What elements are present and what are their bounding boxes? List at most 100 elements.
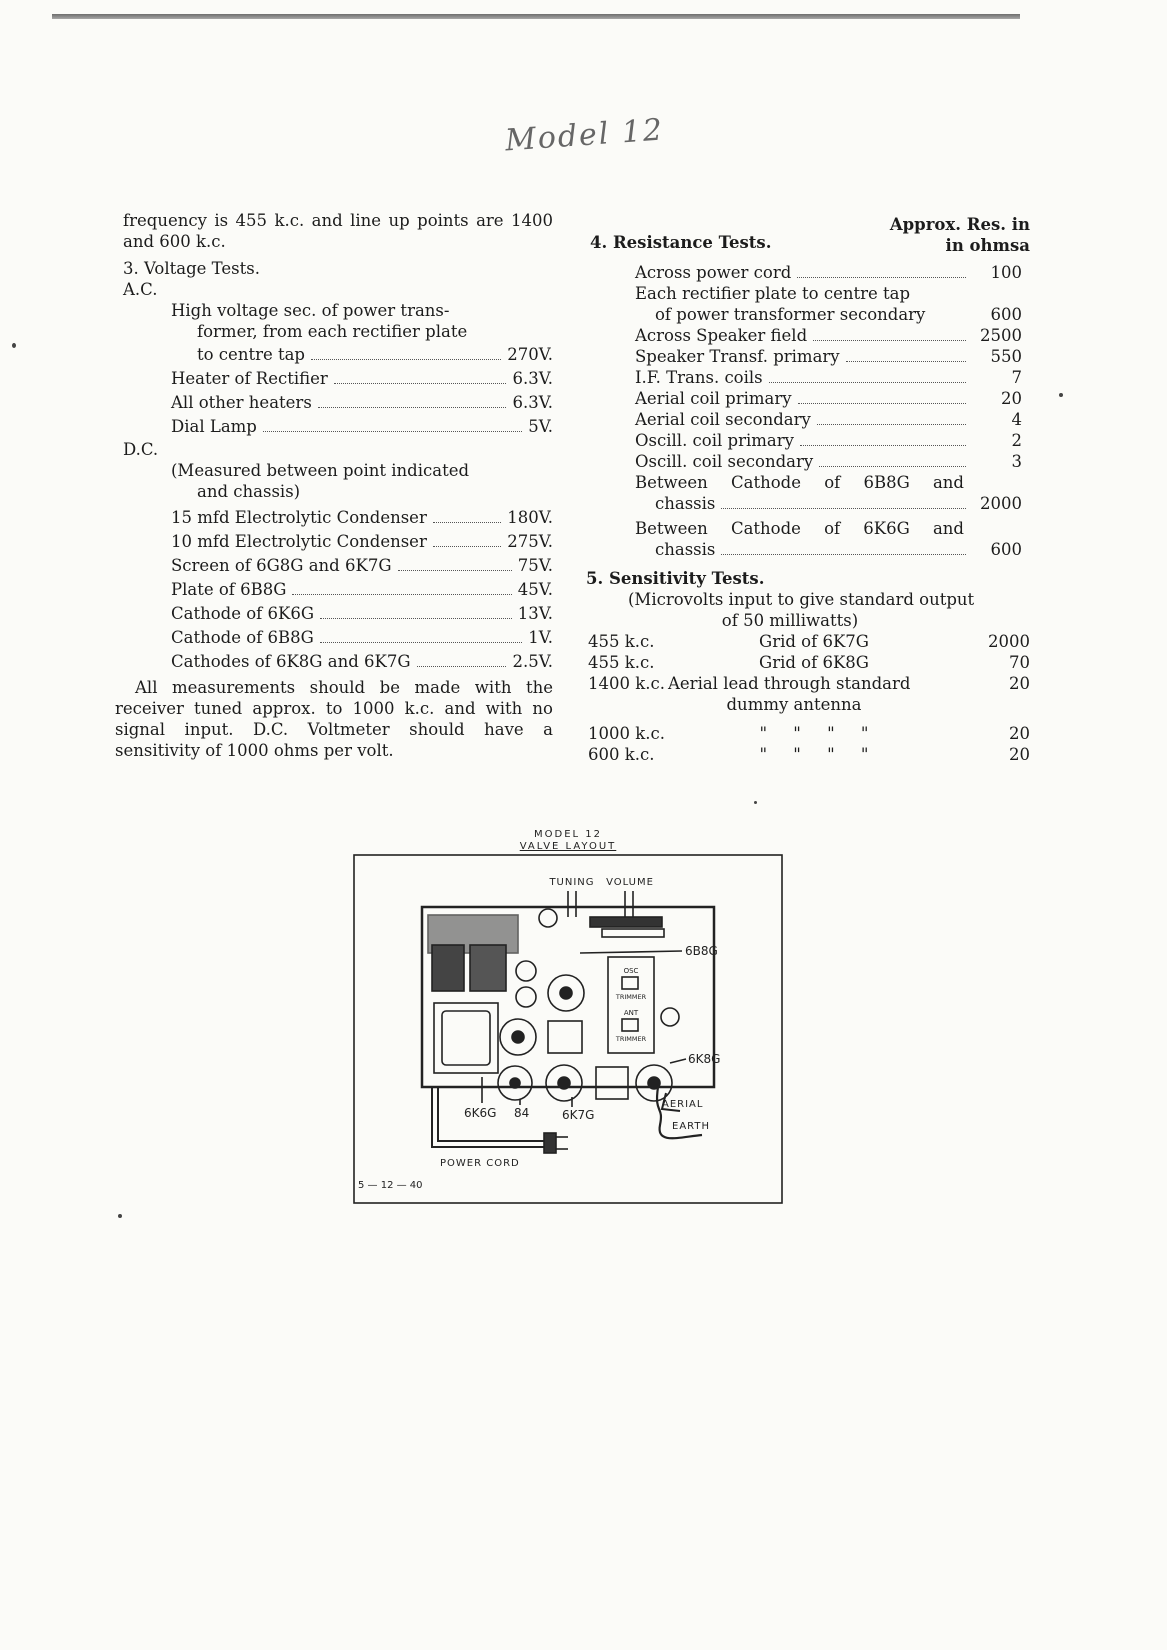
power-cord-wire bbox=[431, 1087, 544, 1148]
6b8g-pointer bbox=[579, 950, 683, 954]
sens-freq: 1000 k.c. bbox=[588, 724, 665, 743]
sens-desc: Grid of 6K7G bbox=[759, 632, 869, 651]
scan-speck bbox=[1059, 393, 1063, 397]
osc-trimmer bbox=[621, 976, 639, 990]
resistance-tests-heading: 4. Resistance Tests. bbox=[590, 233, 772, 252]
sens-freq: 1400 k.c. bbox=[588, 674, 665, 693]
sens-value: 70 bbox=[1009, 653, 1030, 672]
valve-84 bbox=[497, 1065, 533, 1101]
6k8g-label: 6K8G bbox=[688, 1052, 720, 1066]
sens-freq: 455 k.c. bbox=[588, 632, 655, 651]
ant-trimmer bbox=[621, 1018, 639, 1032]
dc-note-2: and chassis) bbox=[197, 482, 301, 501]
power-cord-wire bbox=[437, 1087, 544, 1142]
res-row: Each rectifier plate to centre tap bbox=[635, 284, 911, 303]
scan-speck bbox=[118, 1214, 122, 1218]
handwritten-title: Model 12 bbox=[503, 112, 666, 159]
wire-loop bbox=[660, 1007, 680, 1027]
speaker bbox=[441, 1010, 491, 1066]
valve-6b8g bbox=[547, 974, 585, 1012]
sens-desc: " " " " bbox=[759, 724, 869, 743]
speaker-frame bbox=[433, 1002, 499, 1074]
sens-desc: Aerial lead through standard bbox=[668, 674, 911, 693]
ant-label: ANT bbox=[624, 1009, 639, 1017]
sensitivity-note-2: of 50 milliwatts) bbox=[721, 611, 859, 630]
filter-choke bbox=[469, 944, 507, 992]
cathode-6b8g-row: Between Cathode of 6B8G and bbox=[635, 473, 964, 492]
top-edge-line bbox=[52, 14, 1020, 19]
condenser-can bbox=[515, 986, 537, 1008]
6k7g-label: 6K7G bbox=[562, 1108, 594, 1122]
sens-desc: Grid of 6K8G bbox=[759, 653, 869, 672]
valve-6k7g bbox=[545, 1064, 583, 1102]
sensitivity-heading: 5. Sensitivity Tests. bbox=[586, 569, 765, 588]
sens-desc: dummy antenna bbox=[726, 695, 862, 714]
6k6g-label: 6K6G bbox=[464, 1106, 496, 1120]
trimmer-label: TRIMMER bbox=[615, 993, 647, 1001]
diagram-title-2: VALVE LAYOUT bbox=[520, 841, 617, 852]
sens-value: 20 bbox=[1009, 674, 1030, 693]
trimmer-label: TRIMMER bbox=[615, 1035, 647, 1043]
valve-6k6g bbox=[499, 1018, 537, 1056]
ac-description-1: High voltage sec. of power trans- bbox=[171, 301, 450, 320]
dial-scale bbox=[601, 928, 665, 938]
power-plug bbox=[543, 1132, 557, 1154]
voltage-tests-heading: 3. Voltage Tests. bbox=[123, 259, 260, 278]
left-column: frequency is 455 k.c. and line up points… bbox=[115, 210, 553, 761]
power-transformer bbox=[431, 944, 465, 992]
cathode-6k6g-row: Between Cathode of 6K6G and bbox=[635, 519, 964, 538]
sens-freq: 455 k.c. bbox=[588, 653, 655, 672]
diagram-date: 5 — 12 — 40 bbox=[358, 1180, 423, 1191]
scan-speck bbox=[12, 343, 16, 348]
sens-desc: " " " " bbox=[759, 745, 869, 764]
earth-label: EARTH bbox=[672, 1121, 710, 1132]
tuning-label: TUNING bbox=[548, 877, 594, 888]
intro-text: frequency is 455 k.c. and line up points… bbox=[123, 211, 553, 251]
aerial-wire bbox=[660, 1092, 681, 1112]
sens-freq bbox=[588, 694, 668, 715]
scan-speck bbox=[754, 801, 757, 804]
valve-6k8g bbox=[635, 1064, 673, 1102]
sensitivity-note-1: (Microvolts input to give standard outpu… bbox=[628, 590, 975, 609]
sens-value: 20 bbox=[1009, 745, 1030, 764]
if-transformer bbox=[595, 1066, 629, 1100]
ac-description-2: former, from each rectifier plate bbox=[197, 322, 468, 341]
trimmer-panel bbox=[607, 956, 655, 1054]
valve-layout-diagram: MODEL 12 VALVE LAYOUT TUNING VOLUME OSC … bbox=[353, 829, 783, 1204]
sens-value: 2000 bbox=[988, 632, 1030, 651]
sensitivity-table: 455 k.c. Grid of 6K7G 2000 455 k.c. Grid of… bbox=[588, 631, 1030, 765]
sens-value: 20 bbox=[1009, 724, 1030, 743]
measurement-footnote: All measurements should be made with the… bbox=[115, 678, 553, 760]
ac-heading: A.C. bbox=[123, 280, 158, 299]
6k8g-pointer bbox=[669, 1058, 687, 1064]
dc-heading: D.C. bbox=[123, 440, 159, 459]
dial-lamp bbox=[538, 908, 558, 928]
osc-label: OSC bbox=[624, 967, 639, 975]
dc-note-1: (Measured between point indicated bbox=[171, 461, 470, 480]
sens-freq: 600 k.c. bbox=[588, 745, 655, 764]
if-transformer bbox=[547, 1020, 583, 1054]
6b8g-label: 6B8G bbox=[685, 944, 718, 958]
right-column: 4. Resistance Tests. Approx. Res. in in … bbox=[586, 210, 1030, 765]
